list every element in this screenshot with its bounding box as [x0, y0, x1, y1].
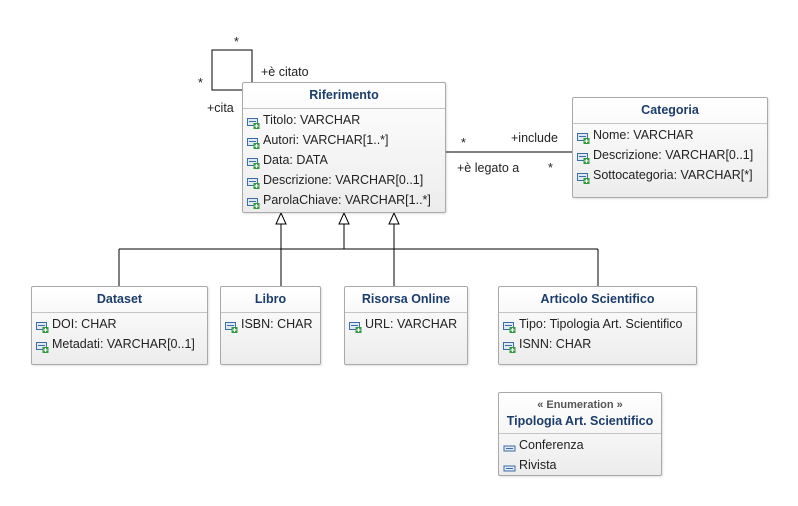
class-articolo-scientifico[interactable]: Articolo Scientifico Tipo: Tipologia Art… [498, 286, 697, 365]
attribute-list: URL: VARCHAR [345, 313, 467, 334]
attribute-icon [503, 339, 517, 353]
attribute-text: Metadati: VARCHAR[0..1] [52, 337, 195, 351]
class-header: Dataset [32, 287, 207, 313]
assoc-role-include: +include [511, 131, 558, 145]
class-header: Risorsa Online [345, 287, 467, 313]
literal-icon [503, 460, 517, 472]
attribute-row[interactable]: Sottocategoria: VARCHAR[*] [573, 165, 767, 185]
attribute-text: Autori: VARCHAR[1..*] [263, 133, 389, 147]
class-dataset[interactable]: Dataset DOI: CHAR Metadati: VARCHAR[0..1… [31, 286, 208, 365]
attribute-icon [247, 155, 261, 169]
literal-list: Conferenza Rivista [499, 434, 661, 475]
self-role-cites: +cita [207, 101, 234, 115]
enumeration-stereotype: « Enumeration » [537, 399, 623, 411]
class-name: Libro [254, 292, 287, 306]
attribute-row[interactable]: DOI: CHAR [32, 314, 207, 334]
attribute-text: DOI: CHAR [52, 317, 117, 331]
attribute-row[interactable]: Metadati: VARCHAR[0..1] [32, 334, 207, 354]
attribute-row[interactable]: Nome: VARCHAR [573, 125, 767, 145]
class-name: Dataset [96, 292, 143, 306]
class-name: Riferimento [309, 88, 379, 102]
literal-text: Conferenza [519, 438, 584, 452]
attribute-text: ISBN: CHAR [241, 317, 313, 331]
self-multiplicity-top: * [234, 35, 239, 49]
assoc-role-linked: +è legato a [457, 161, 520, 175]
attribute-icon [577, 170, 591, 184]
attribute-row[interactable]: Data: DATA [243, 150, 445, 170]
attribute-text: ISNN: CHAR [519, 337, 592, 351]
attribute-icon [247, 195, 261, 209]
attribute-text: ParolaChiave: VARCHAR[1..*] [263, 193, 431, 207]
attribute-text: Tipo: Tipologia Art. Scientifico [519, 317, 683, 331]
attribute-text: Sottocategoria: VARCHAR[*] [593, 168, 753, 182]
literal-text: Rivista [519, 458, 557, 472]
class-header: « Enumeration » Tipologia Art. Scientifi… [499, 393, 661, 434]
class-riferimento[interactable]: Riferimento Titolo: VARCHAR Autori: VARC… [242, 82, 446, 213]
class-name: Tipologia Art. Scientifico [506, 414, 654, 428]
literal-row[interactable]: Rivista [499, 455, 661, 475]
attribute-list: Tipo: Tipologia Art. Scientifico ISNN: C… [499, 313, 696, 354]
class-name: Articolo Scientifico [540, 292, 655, 306]
generalization-arrowhead-right [388, 211, 400, 225]
attribute-list: Nome: VARCHAR Descrizione: VARCHAR[0..1]… [573, 124, 767, 185]
attribute-text: Titolo: VARCHAR [263, 113, 361, 127]
attribute-text: URL: VARCHAR [365, 317, 458, 331]
attribute-list: DOI: CHAR Metadati: VARCHAR[0..1] [32, 313, 207, 354]
attribute-icon [577, 130, 591, 144]
attribute-icon [577, 150, 591, 164]
self-role-cited: +è citato [261, 65, 309, 79]
class-risorsa-online[interactable]: Risorsa Online URL: VARCHAR [344, 286, 468, 365]
attribute-row[interactable]: ISNN: CHAR [499, 334, 696, 354]
attribute-icon [36, 339, 50, 353]
assoc-multiplicity-right: * [548, 161, 553, 175]
attribute-row[interactable]: ISBN: CHAR [221, 314, 320, 334]
literal-icon [503, 440, 517, 452]
attribute-list: ISBN: CHAR [221, 313, 320, 334]
attribute-row[interactable]: Descrizione: VARCHAR[0..1] [243, 170, 445, 190]
attribute-list: Titolo: VARCHAR Autori: VARCHAR[1..*] Da… [243, 109, 445, 210]
class-header: Riferimento [243, 83, 445, 109]
generalization-arrowhead-center [338, 211, 350, 225]
attribute-text: Descrizione: VARCHAR[0..1] [593, 148, 754, 162]
self-multiplicity-left: * [198, 76, 203, 90]
generalization-arrowhead-left [275, 211, 287, 225]
attribute-row[interactable]: Descrizione: VARCHAR[0..1] [573, 145, 767, 165]
attribute-row[interactable]: ParolaChiave: VARCHAR[1..*] [243, 190, 445, 210]
attribute-icon [36, 319, 50, 333]
class-header: Libro [221, 287, 320, 313]
attribute-icon [247, 115, 261, 129]
class-header: Articolo Scientifico [499, 287, 696, 313]
attribute-row[interactable]: Tipo: Tipologia Art. Scientifico [499, 314, 696, 334]
attribute-icon [503, 319, 517, 333]
class-categoria[interactable]: Categoria Nome: VARCHAR Descrizione: VAR… [572, 97, 768, 198]
attribute-row[interactable]: Titolo: VARCHAR [243, 110, 445, 130]
class-libro[interactable]: Libro ISBN: CHAR [220, 286, 321, 365]
attribute-row[interactable]: Autori: VARCHAR[1..*] [243, 130, 445, 150]
attribute-icon [225, 319, 239, 333]
assoc-multiplicity-left: * [461, 136, 466, 150]
attribute-row[interactable]: URL: VARCHAR [345, 314, 467, 334]
attribute-text: Descrizione: VARCHAR[0..1] [263, 173, 424, 187]
attribute-icon [247, 135, 261, 149]
attribute-text: Data: DATA [263, 153, 328, 167]
attribute-icon [349, 319, 363, 333]
literal-row[interactable]: Conferenza [499, 435, 661, 455]
class-name: Categoria [641, 103, 699, 117]
class-name: Risorsa Online [361, 292, 451, 306]
attribute-icon [247, 175, 261, 189]
attribute-text: Nome: VARCHAR [593, 128, 694, 142]
self-association-line [211, 49, 253, 91]
enumeration-tipologia[interactable]: « Enumeration » Tipologia Art. Scientifi… [498, 392, 662, 476]
class-header: Categoria [573, 98, 767, 124]
